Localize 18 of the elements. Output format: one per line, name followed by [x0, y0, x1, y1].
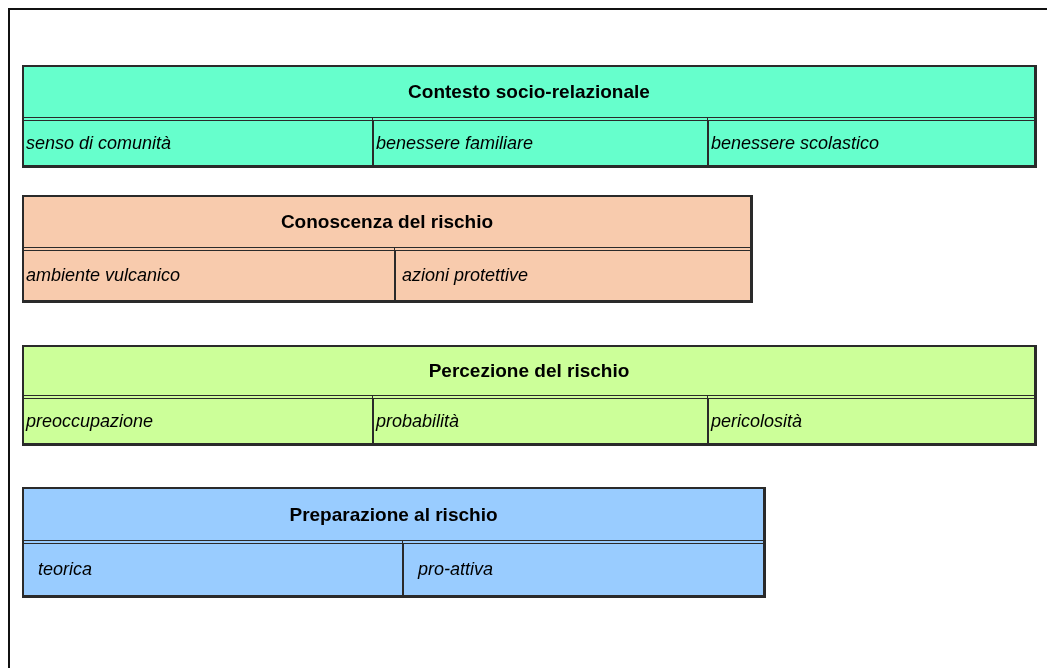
subcategory-cell: preoccupazione	[24, 395, 372, 443]
subcategory-cell: ambiente vulcanico	[24, 247, 394, 300]
category-panel	[22, 195, 753, 303]
subcategory-cell: pericolosità	[707, 395, 1037, 443]
subcategory-cell: pro-attiva	[402, 540, 765, 595]
subcategory-cell: senso di comunità	[24, 117, 372, 165]
category-panel	[22, 487, 766, 598]
section-heading: Preparazione al rischio	[289, 503, 498, 526]
subcategory-cell: benessere scolastico	[707, 117, 1037, 165]
section-heading: Contesto socio-relazionale	[408, 81, 650, 103]
subcategory-cell: teorica	[24, 540, 402, 595]
category-panel	[22, 345, 1037, 446]
category-panel	[22, 65, 1037, 168]
subcategory-cell: probabilità	[372, 395, 707, 443]
section-heading: Conoscenza del rischio	[280, 211, 494, 233]
subcategory-cell: benessere familiare	[372, 117, 707, 165]
subcategory-cell: azioni protettive	[394, 247, 752, 300]
section-heading: Percezione del rischio	[428, 360, 630, 382]
